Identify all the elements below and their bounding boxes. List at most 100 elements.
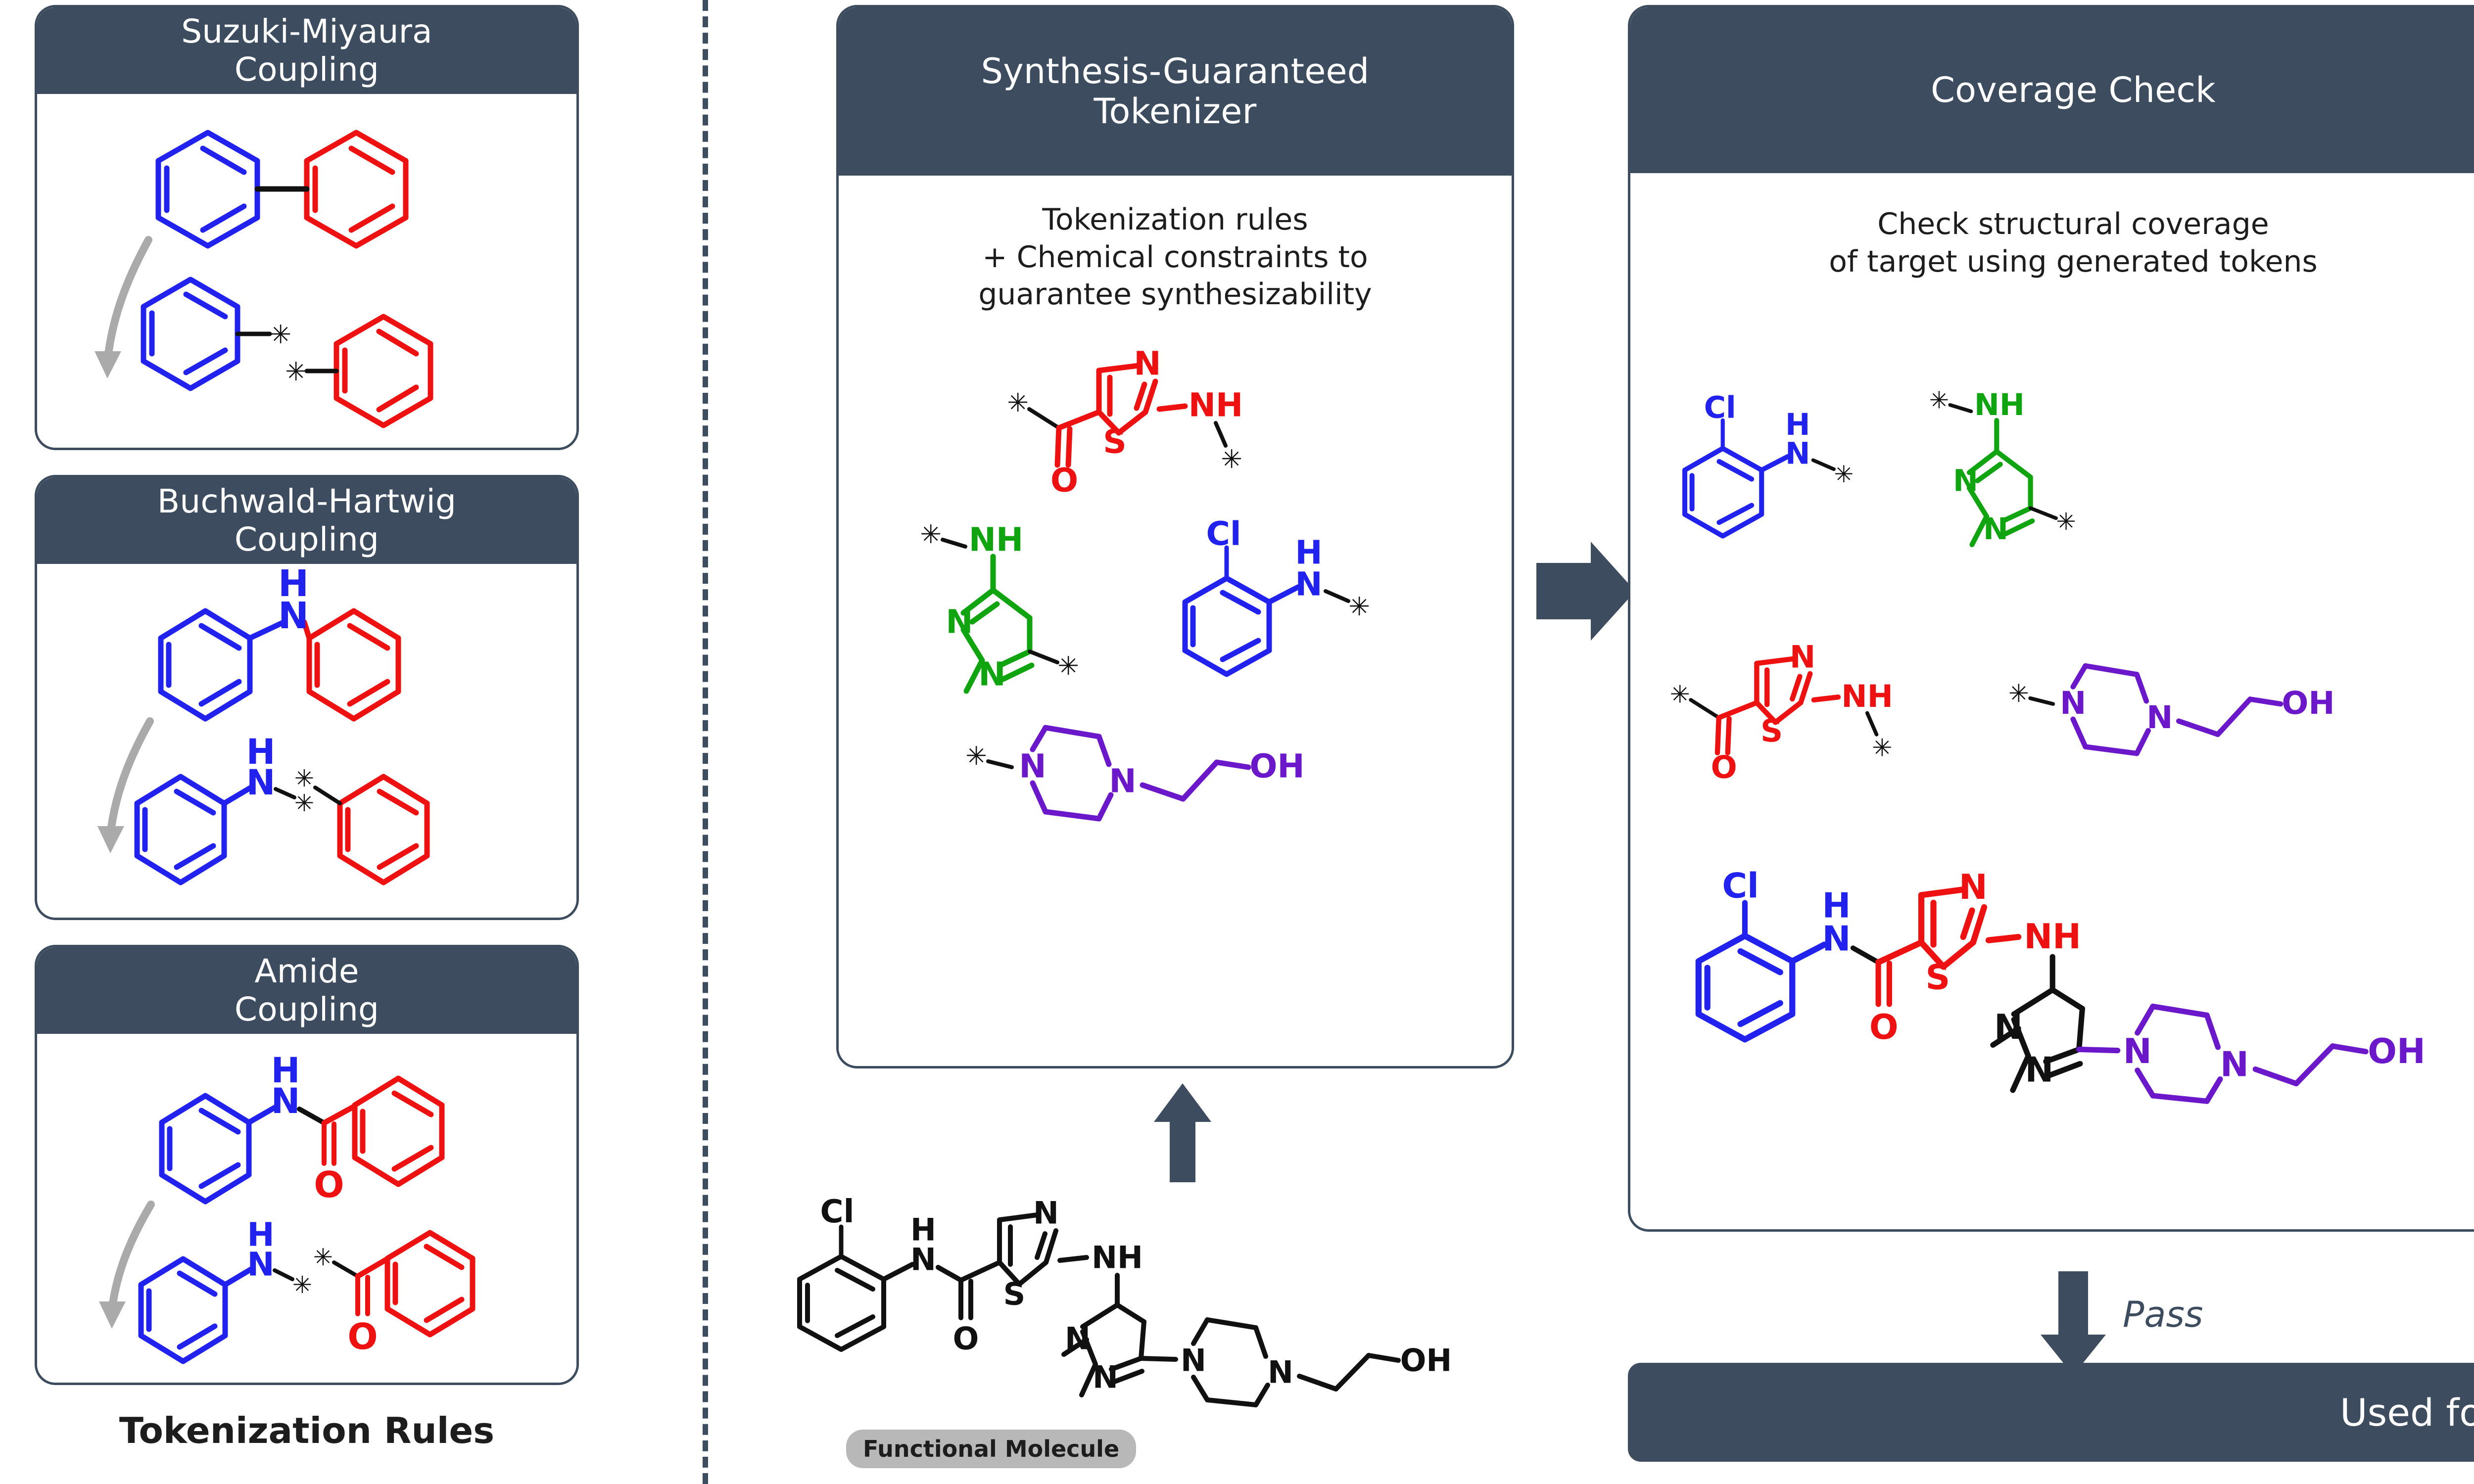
transformation-arrowhead <box>99 1301 126 1329</box>
token-hydroxyethyl-piperazine: ✳ N N OH <box>2008 663 2334 756</box>
atom-label-N: N <box>1181 1343 1206 1379</box>
atom-label-OH: OH <box>1249 747 1304 786</box>
atom-label-Cl: Cl <box>1704 390 1736 425</box>
reaction-card-amide[interactable]: Amide Coupling H N O <box>35 945 579 1385</box>
atom-label-S: S <box>1760 713 1783 749</box>
atom-label-N: N <box>1093 1359 1118 1395</box>
atom-label-Cl: Cl <box>1206 515 1241 553</box>
atom-label-H: H <box>1785 408 1810 442</box>
atom-label-N: N <box>1295 565 1322 603</box>
transformation-arrow <box>103 236 152 365</box>
atom-label-N: N <box>1033 1195 1059 1231</box>
atom-label-NH: NH <box>1189 386 1243 424</box>
atom-label-N: N <box>2146 699 2173 736</box>
attachment-point-star: ✳ <box>292 1271 312 1299</box>
functional-molecule-structure: Cl H N O N S NH N N N N <box>797 1194 1452 1407</box>
atom-label-OH: OH <box>1400 1343 1452 1379</box>
atom-label-OH: OH <box>2368 1032 2426 1071</box>
atom-label-N: N <box>2220 1045 2249 1085</box>
arrow-right-to-coverage-check <box>1536 542 1635 641</box>
panel-description: Check structural coverage of target usin… <box>1630 173 2474 280</box>
attachment-point-star: ✳ <box>1057 651 1079 681</box>
pass-label: Pass <box>2123 1294 2203 1335</box>
atom-label-H: H <box>910 1212 936 1248</box>
atom-label-NH: NH <box>1092 1240 1143 1276</box>
reaction-card-header: Suzuki-Miyaura Coupling <box>37 7 576 94</box>
panel-coverage-check[interactable]: Coverage Check Check structural coverage… <box>1628 5 2474 1232</box>
panel-header: Synthesis-Guaranteed Tokenizer <box>839 7 1512 176</box>
reaction-card-suzuki-miyaura[interactable]: Suzuki-Miyaura Coupling <box>35 5 579 450</box>
panel-desc-line2: + Chemical constraints to <box>982 239 1368 275</box>
atom-label-N: N <box>978 655 1005 694</box>
atom-label-S: S <box>1003 1276 1026 1312</box>
atom-label-N: N <box>247 1246 274 1284</box>
transformation-arrow <box>108 1201 155 1315</box>
atom-label-H: H <box>278 562 309 605</box>
attachment-point-star: ✳ <box>1872 733 1892 762</box>
panel-body: Check structural coverage of target usin… <box>1630 173 2474 1229</box>
atom-label-O: O <box>347 1316 378 1357</box>
panel-desc-line1: Check structural coverage <box>1877 207 2269 241</box>
panel-title-line1: Synthesis-Guaranteed <box>981 50 1370 92</box>
atom-label-Cl: Cl <box>1722 867 1759 906</box>
atom-label-O: O <box>953 1321 979 1357</box>
reaction-title-line2: Coupling <box>234 50 380 89</box>
atom-label-N: N <box>910 1242 936 1278</box>
attachment-point-star: ✳ <box>965 742 987 771</box>
atom-label-S: S <box>1103 423 1127 461</box>
atom-label-N: N <box>1268 1354 1293 1391</box>
attachment-point-star: ✳ <box>2056 508 2076 536</box>
atom-label-S: S <box>1926 958 1951 998</box>
transformation-arrowhead <box>95 351 121 378</box>
atom-label-H: H <box>247 1216 274 1254</box>
tokenization-rules-label: Tokenization Rules <box>119 1410 495 1451</box>
atom-label-N: N <box>1822 920 1851 959</box>
attachment-point-star: ✳ <box>1007 388 1029 418</box>
reaction-title-line1: Buchwald-Hartwig <box>157 482 457 520</box>
atom-label-O: O <box>1869 1008 1899 1047</box>
reaction-card-body: H N O H N ✳ ✳ <box>37 1034 576 1383</box>
panel-desc-line1: Tokenization rules <box>1042 202 1308 237</box>
token-aminopyrimidine: ✳ NH N N ✳ <box>920 520 1079 694</box>
atom-label-Cl: Cl <box>820 1194 855 1230</box>
atom-label-NH: NH <box>1974 387 2025 422</box>
reaction-card-header: Amide Coupling <box>37 947 576 1034</box>
atom-label-N: N <box>2060 685 2086 721</box>
panel-desc-line3: guarantee synthesizability <box>978 277 1372 312</box>
token-acyl-aminothiazole: ✳ N S O NH ✳ <box>1007 345 1243 500</box>
atom-label-N: N <box>2123 1032 2152 1071</box>
arrow-up-to-tokenizer <box>1154 1083 1211 1182</box>
attachment-point-star: ✳ <box>1348 592 1370 622</box>
attachment-point-star: ✳ <box>2008 679 2029 708</box>
section-divider <box>703 0 708 1484</box>
reaction-card-body: ✳ ✳ <box>37 94 576 448</box>
attachment-point-star: ✳ <box>1221 445 1242 474</box>
atom-label-H: H <box>271 1050 300 1091</box>
reaction-card-header: Buchwald-Hartwig Coupling <box>37 477 576 564</box>
atom-label-N: N <box>1994 1008 2023 1047</box>
atom-label-N: N <box>1065 1321 1091 1357</box>
arrow-down-pass <box>2041 1271 2106 1375</box>
atom-label-N: N <box>2025 1051 2054 1090</box>
atom-label-OH: OH <box>2282 685 2334 721</box>
atom-label-O: O <box>1050 462 1078 500</box>
panel-header: Coverage Check <box>1630 7 2474 173</box>
attachment-point-star: ✳ <box>313 1244 333 1271</box>
atom-label-N: N <box>946 603 973 641</box>
attachment-point-star: ✳ <box>1834 461 1854 488</box>
reaction-card-buchwald-hartwig[interactable]: Buchwald-Hartwig Coupling H N <box>35 475 579 920</box>
atom-label-NH: NH <box>2024 917 2081 957</box>
transformation-arrowhead <box>97 826 124 853</box>
atom-label-N: N <box>1019 747 1046 786</box>
panel-synthesis-guaranteed-tokenizer[interactable]: Synthesis-Guaranteed Tokenizer Tokenizat… <box>836 5 1514 1068</box>
attachment-point-star: ✳ <box>1929 386 1949 414</box>
atom-label-N: N <box>1959 868 1988 907</box>
reaction-title-line1: Suzuki-Miyaura <box>181 12 432 50</box>
transformation-arrow <box>106 717 154 839</box>
output-bar-used-for-pretraining: Used for pretraining <box>1628 1363 2474 1462</box>
atom-label-N: N <box>1134 345 1161 383</box>
atom-label-N: N <box>1785 436 1810 471</box>
panel-desc-line2: of target using generated tokens <box>1829 244 2318 279</box>
atom-label-N: N <box>1790 639 1815 675</box>
atom-label-H: H <box>1295 534 1322 572</box>
